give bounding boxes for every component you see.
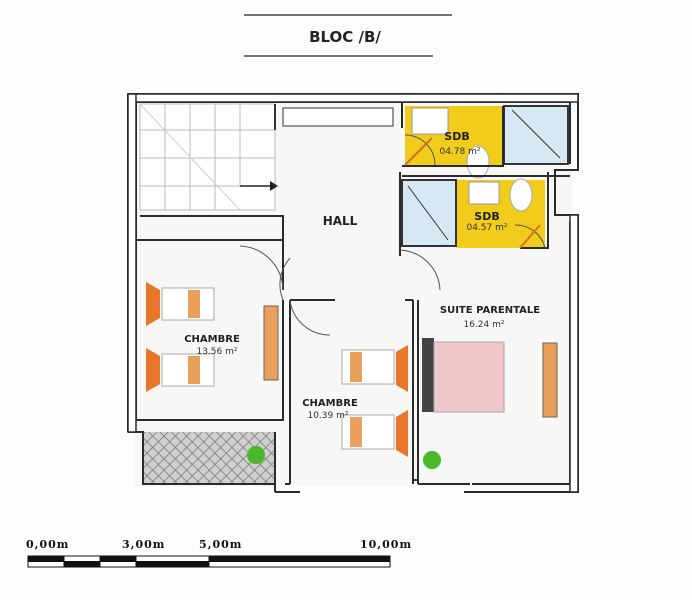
scale-label-5: 5,00m (199, 538, 242, 551)
staircase (139, 103, 276, 211)
chambre2-label: CHAMBRE (302, 398, 358, 409)
shower-2 (401, 179, 457, 247)
sdb2-area: 04.57 m² (466, 223, 507, 233)
scale-label-3: 3,00m (122, 538, 165, 551)
stair-arrow-head (270, 181, 278, 191)
scale-label-10: 10,00m (360, 538, 412, 551)
walls (127, 93, 579, 493)
sdb1-label: SDB (444, 130, 469, 143)
sink-1 (411, 107, 449, 135)
plant-icons (247, 446, 441, 469)
sdb1-area: 04.78 m² (439, 147, 480, 157)
chambre1-label: CHAMBRE (184, 334, 240, 345)
scale-label-0: 0,00m (26, 538, 69, 551)
furniture (146, 282, 558, 457)
suite-label: SUITE PARENTALE (440, 305, 540, 316)
bed-suite (433, 341, 505, 413)
window-hall (282, 107, 394, 127)
scale-bar (27, 555, 391, 568)
toilet-1 (466, 145, 490, 179)
plan-title: BLOC /B/ (309, 28, 381, 46)
hall-label: HALL (323, 214, 358, 228)
sink-2 (468, 181, 500, 205)
shower-1 (503, 105, 569, 165)
sdb2-label: SDB (474, 210, 499, 223)
doors (239, 134, 546, 336)
chambre1-area: 13.56 m² (196, 347, 237, 357)
chambre2-area: 10.39 m² (307, 411, 348, 421)
suite-area: 16.24 m² (463, 320, 504, 330)
toilet-2 (509, 178, 533, 212)
